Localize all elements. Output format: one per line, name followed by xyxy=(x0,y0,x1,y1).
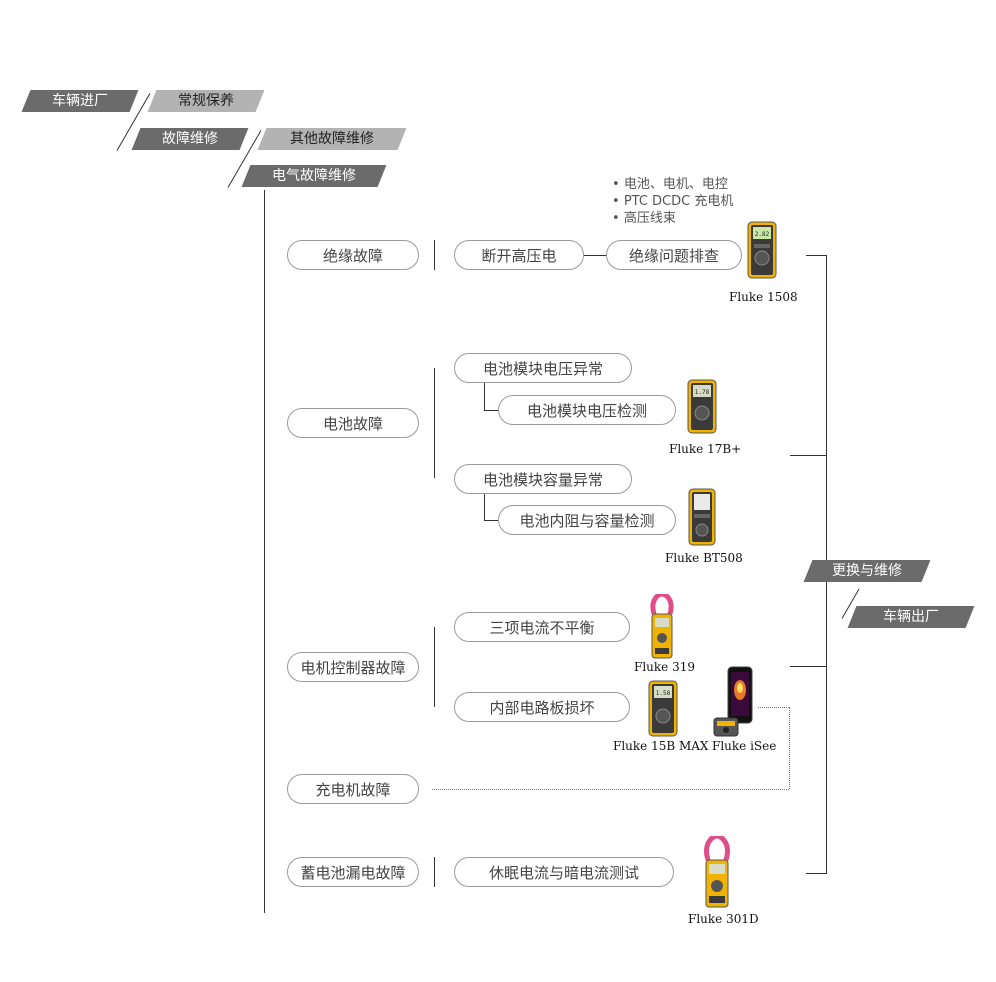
label-fluke-bt508: Fluke BT508 xyxy=(665,551,743,565)
fault-aux-battery-leak: 蓄电池漏电故障 xyxy=(287,857,419,887)
fault-battery: 电池故障 xyxy=(287,408,419,438)
dotted-connector xyxy=(789,707,790,789)
label-fluke-1508: Fluke 1508 xyxy=(729,290,798,304)
fault-insulation: 绝缘故障 xyxy=(287,240,419,270)
fluke-isee-icon xyxy=(713,666,753,737)
label-fluke-isee: Fluke iSee xyxy=(712,739,777,753)
step-pcb-damage: 内部电路板损坏 xyxy=(454,692,630,722)
connector xyxy=(584,255,606,256)
svg-text:1.78: 1.78 xyxy=(695,389,710,396)
step-disconnect-hv: 断开高压电 xyxy=(454,240,584,270)
label-fluke-17b: Fluke 17B+ xyxy=(669,442,742,456)
svg-text:2.82: 2.82 xyxy=(755,231,770,238)
separator xyxy=(434,857,435,887)
step-three-phase-imbalance: 三项电流不平衡 xyxy=(454,612,630,642)
banner-routine-maintenance: 常规保养 xyxy=(147,90,265,112)
fluke-1508-icon: 2.82 xyxy=(747,221,777,279)
fluke-15b-max-icon: 1.58 xyxy=(648,680,678,737)
separator xyxy=(434,627,435,707)
label-fluke-15b-max: Fluke 15B MAX xyxy=(613,739,709,753)
label-fluke-301d: Fluke 301D xyxy=(688,912,759,926)
bracket-tick xyxy=(790,455,827,456)
notes-list: 电池、电机、电控 PTC DCDC 充电机 高压线束 xyxy=(612,176,734,227)
banner-other-fault-repair: 其他故障维修 xyxy=(257,128,407,150)
fluke-301d-icon xyxy=(704,836,730,908)
step-insulation-check: 绝缘问题排查 xyxy=(606,240,742,270)
bracket-tick xyxy=(806,255,827,256)
connector xyxy=(484,520,498,521)
dotted-connector xyxy=(758,707,789,708)
step-module-voltage-test: 电池模块电压检测 xyxy=(498,395,676,425)
svg-text:1.58: 1.58 xyxy=(656,690,671,697)
step-internal-resistance-test: 电池内阻与容量检测 xyxy=(498,505,676,535)
step-module-capacity-abnormal: 电池模块容量异常 xyxy=(454,464,632,494)
banner-replace-repair: 更换与维修 xyxy=(803,560,931,582)
banner-vehicle-out: 车辆出厂 xyxy=(847,606,975,628)
label-fluke-319: Fluke 319 xyxy=(634,660,695,674)
step-sleep-current-test: 休眠电流与暗电流测试 xyxy=(454,857,674,887)
bracket-tick xyxy=(806,873,827,874)
fault-charger: 充电机故障 xyxy=(287,774,419,804)
banner-vehicle-in: 车辆进厂 xyxy=(21,90,139,112)
dotted-connector xyxy=(432,789,789,790)
fluke-17b-icon: 1.78 xyxy=(687,379,717,434)
connector xyxy=(484,383,485,410)
separator xyxy=(434,368,435,478)
note-item: 电池、电机、电控 xyxy=(612,176,733,193)
note-item: 高压线束 xyxy=(612,210,733,227)
step-module-voltage-abnormal: 电池模块电压异常 xyxy=(454,353,632,383)
trunk-line xyxy=(264,190,265,913)
connector xyxy=(484,410,498,411)
banner-electrical-fault-repair: 电气故障维修 xyxy=(241,165,387,187)
note-item: PTC DCDC 充电机 xyxy=(612,193,734,210)
banner-fault-repair: 故障维修 xyxy=(131,128,249,150)
separator xyxy=(434,240,435,270)
connector xyxy=(484,494,485,520)
fluke-bt508-icon xyxy=(688,488,716,546)
fault-motor-controller: 电机控制器故障 xyxy=(287,652,419,682)
bracket-tick xyxy=(790,666,827,667)
fluke-319-icon xyxy=(650,594,674,659)
